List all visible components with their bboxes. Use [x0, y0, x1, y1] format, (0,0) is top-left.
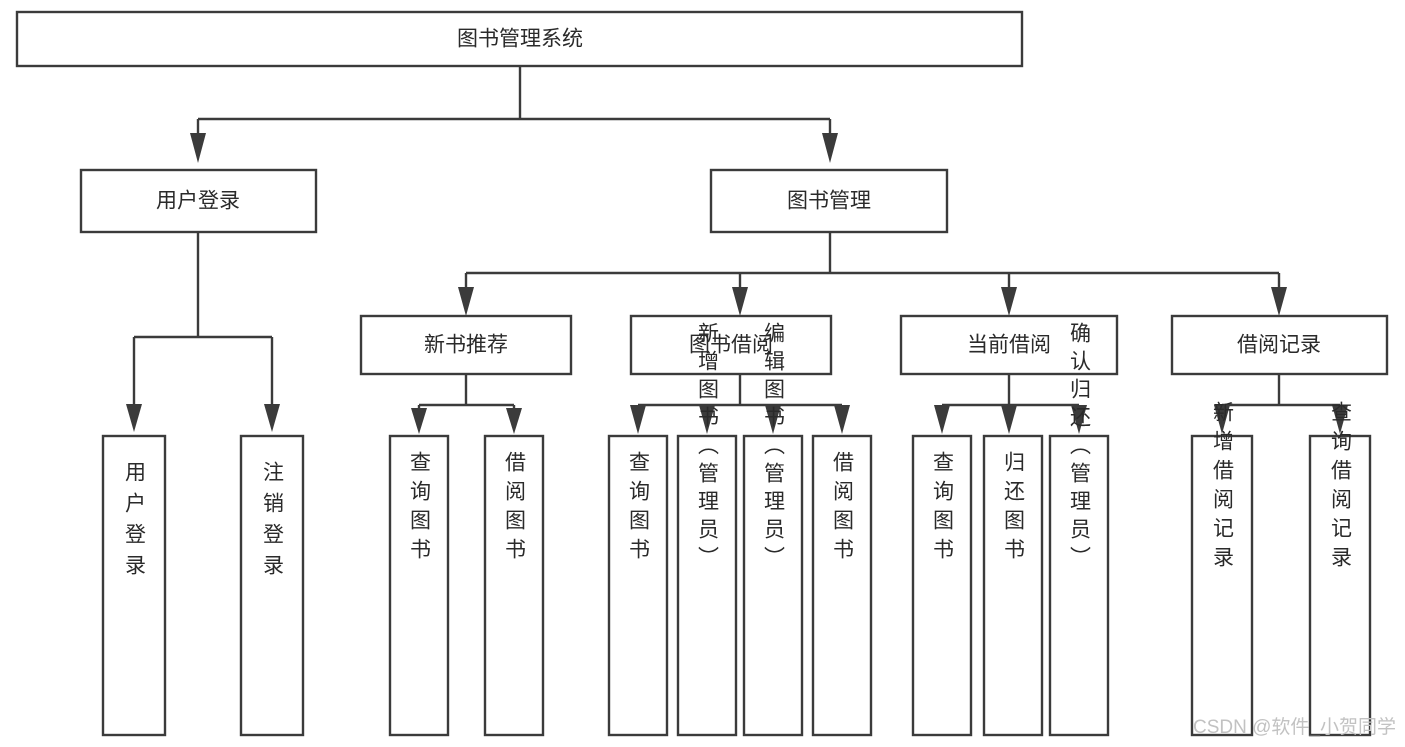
node-borrow-record[interactable]: 借阅记录: [1170, 314, 1389, 376]
arrowhead-leaf-logout-login: [264, 404, 280, 432]
node-leaf-query-book-1-box[interactable]: [388, 434, 450, 737]
node-book-manage[interactable]: 图书管理: [709, 168, 949, 234]
arrowhead-borrow-record: [1271, 287, 1287, 316]
node-root-label: 图书管理系统: [457, 28, 583, 51]
node-leaf-add-book[interactable]: 新增图书（管理员）: [676, 322, 738, 737]
arrowhead-leaf-confirm-return: [1071, 405, 1087, 434]
arrowhead-leaf-borrow-book-2: [834, 405, 850, 434]
node-leaf-query-book-3-box[interactable]: [911, 434, 973, 737]
node-book-borrow[interactable]: 图书借阅: [629, 314, 833, 376]
node-new-book-recommend-label: 新书推荐: [424, 334, 508, 357]
arrowhead-leaf-query-book-2: [630, 405, 646, 434]
node-book-manage-label: 图书管理: [787, 190, 871, 213]
node-leaf-query-book-1[interactable]: 查询图书: [388, 434, 450, 737]
node-leaf-confirm-return[interactable]: 确认归还（管理员）: [1048, 322, 1110, 737]
node-root[interactable]: 图书管理系统: [15, 10, 1024, 68]
node-leaf-query-book-2-label: 查询图书: [627, 451, 651, 567]
node-leaf-logout-login-box[interactable]: [239, 434, 305, 737]
node-leaf-logout-login[interactable]: 注销登录: [239, 434, 305, 737]
node-leaf-add-record-box[interactable]: [1190, 434, 1254, 737]
node-leaf-borrow-book-2[interactable]: 借阅图书: [811, 434, 873, 737]
node-leaf-query-book-2[interactable]: 查询图书: [607, 434, 669, 737]
arrowhead-leaf-query-book-1: [411, 408, 427, 434]
node-new-book-recommend[interactable]: 新书推荐: [359, 314, 573, 376]
arrowhead-leaf-borrow-book-1: [506, 408, 522, 434]
node-leaf-query-book-3[interactable]: 查询图书: [911, 434, 973, 737]
node-leaf-add-record-label: 新增借阅记录: [1211, 401, 1235, 575]
node-leaf-borrow-book-2-label: 借阅图书: [831, 451, 855, 567]
node-leaf-add-book-box[interactable]: [676, 434, 738, 737]
node-leaf-add-book-label: 新增图书（管理员）: [696, 322, 720, 574]
connector-layer: [126, 66, 1348, 434]
arrowhead-leaf-edit-book: [765, 405, 781, 434]
arrowhead-leaf-query-record: [1332, 405, 1348, 434]
node-user-login[interactable]: 用户登录: [79, 168, 318, 234]
node-leaf-borrow-book-1-box[interactable]: [483, 434, 545, 737]
node-current-borrow[interactable]: 当前借阅: [899, 314, 1119, 376]
node-leaf-query-record-label: 查询借阅记录: [1329, 401, 1353, 575]
node-leaf-user-login-label: 用户登录: [123, 461, 147, 585]
node-current-borrow-label: 当前借阅: [967, 334, 1051, 357]
node-leaf-query-book-2-box[interactable]: [607, 434, 669, 737]
arrowhead-leaf-return-book: [1001, 405, 1017, 434]
arrowhead-new-book-recommend: [458, 287, 474, 316]
arrowhead-leaf-add-book: [699, 405, 715, 434]
node-leaf-add-record[interactable]: 新增借阅记录: [1190, 401, 1254, 737]
node-borrow-record-box[interactable]: [1170, 314, 1389, 376]
arrowhead-book-manage: [822, 133, 838, 163]
arrowhead-leaf-query-book-3: [934, 405, 950, 434]
node-leaf-borrow-book-1[interactable]: 借阅图书: [483, 434, 545, 737]
node-leaf-query-book-1-label: 查询图书: [408, 451, 432, 567]
node-leaf-return-book[interactable]: 归还图书: [982, 434, 1044, 737]
watermark-label: CSDN @软件_小贺同学: [1193, 716, 1396, 738]
node-book-manage-box[interactable]: [709, 168, 949, 234]
node-leaf-query-record-box[interactable]: [1308, 434, 1372, 737]
node-borrow-record-label: 借阅记录: [1237, 334, 1321, 357]
node-user-login-label: 用户登录: [156, 190, 240, 213]
arrowhead-user-login: [190, 133, 206, 163]
node-leaf-confirm-return-label: 确认归还（管理员）: [1068, 322, 1092, 574]
arrowhead-book-borrow: [732, 287, 748, 316]
node-current-borrow-box[interactable]: [899, 314, 1119, 376]
node-leaf-edit-book-label: 编辑图书（管理员）: [762, 322, 786, 574]
node-leaf-borrow-book-1-label: 借阅图书: [503, 451, 527, 567]
node-user-login-box[interactable]: [79, 168, 318, 234]
node-leaf-borrow-book-2-box[interactable]: [811, 434, 873, 737]
node-leaf-confirm-return-box[interactable]: [1048, 434, 1110, 737]
node-leaf-logout-login-label: 注销登录: [261, 461, 285, 585]
node-book-borrow-box[interactable]: [629, 314, 833, 376]
node-leaf-user-login[interactable]: 用户登录: [101, 434, 167, 737]
node-leaf-return-book-label: 归还图书: [1002, 451, 1026, 567]
node-leaf-edit-book-box[interactable]: [742, 434, 804, 737]
node-leaf-query-book-3-label: 查询图书: [931, 451, 955, 567]
arrowhead-leaf-add-record: [1214, 405, 1230, 434]
node-root-box[interactable]: [15, 10, 1024, 68]
node-leaf-query-record[interactable]: 查询借阅记录: [1308, 401, 1372, 737]
arrowhead-current-borrow: [1001, 287, 1017, 316]
node-leaf-return-book-box[interactable]: [982, 434, 1044, 737]
node-new-book-recommend-box[interactable]: [359, 314, 573, 376]
arrowhead-leaf-user-login: [126, 404, 142, 432]
node-leaf-edit-book[interactable]: 编辑图书（管理员）: [742, 322, 804, 737]
node-leaf-user-login-box[interactable]: [101, 434, 167, 737]
node-book-borrow-label: 图书借阅: [689, 334, 773, 357]
